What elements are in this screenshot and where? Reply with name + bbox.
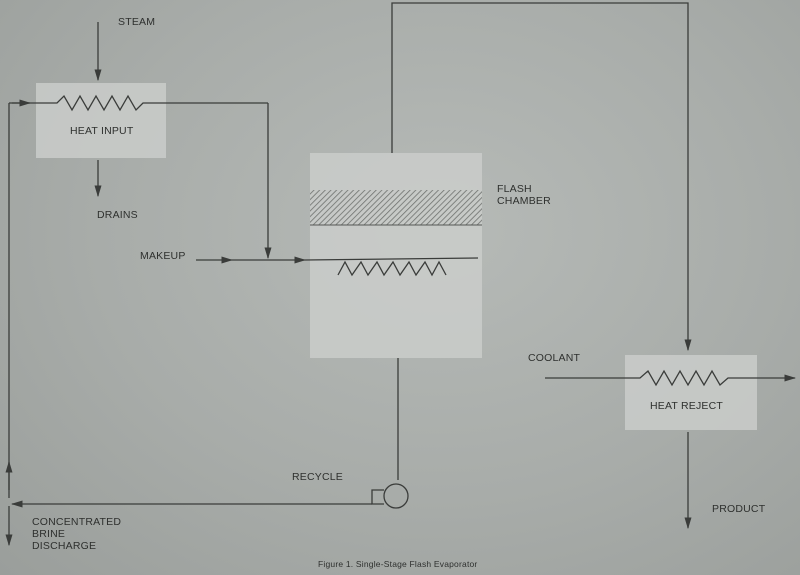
flash-chamber-label-line1: FLASH xyxy=(497,183,532,195)
recycle-label: RECYCLE xyxy=(292,471,343,483)
flash-chamber-demister xyxy=(310,190,482,225)
flash-feed-line xyxy=(304,257,479,261)
flash-chamber-box xyxy=(310,153,482,358)
flash-spray xyxy=(337,260,447,277)
vapor-line xyxy=(391,2,692,352)
heat-input-label: HEAT INPUT xyxy=(70,125,134,137)
brine-discharge-label: CONCENTRATED BRINE DISCHARGE xyxy=(32,516,121,552)
flash-chamber-label: FLASH CHAMBER xyxy=(497,183,551,207)
drains-label: DRAINS xyxy=(97,209,138,221)
brine-discharge-label-line1: CONCENTRATED xyxy=(32,516,122,528)
figure-caption: Figure 1. Single-Stage Flash Evaporator xyxy=(318,559,478,569)
brine-discharge-label-line3: DISCHARGE xyxy=(32,540,97,552)
heat-input-coil xyxy=(12,94,268,112)
makeup-label: MAKEUP xyxy=(140,250,186,262)
heat-input-box xyxy=(36,83,166,158)
steam-label: STEAM xyxy=(118,16,156,28)
heat-reject-label: HEAT REJECT xyxy=(650,400,723,412)
pump-outlet xyxy=(371,489,384,505)
heat-reject-coil xyxy=(545,369,797,387)
product-label: PRODUCT xyxy=(712,503,766,515)
brine-discharge-label-line2: BRINE xyxy=(32,528,66,540)
recycle-pump xyxy=(383,483,409,509)
flash-chamber-label-line2: CHAMBER xyxy=(497,195,551,207)
coolant-label: COOLANT xyxy=(528,352,581,364)
heat-reject-box xyxy=(625,355,757,430)
